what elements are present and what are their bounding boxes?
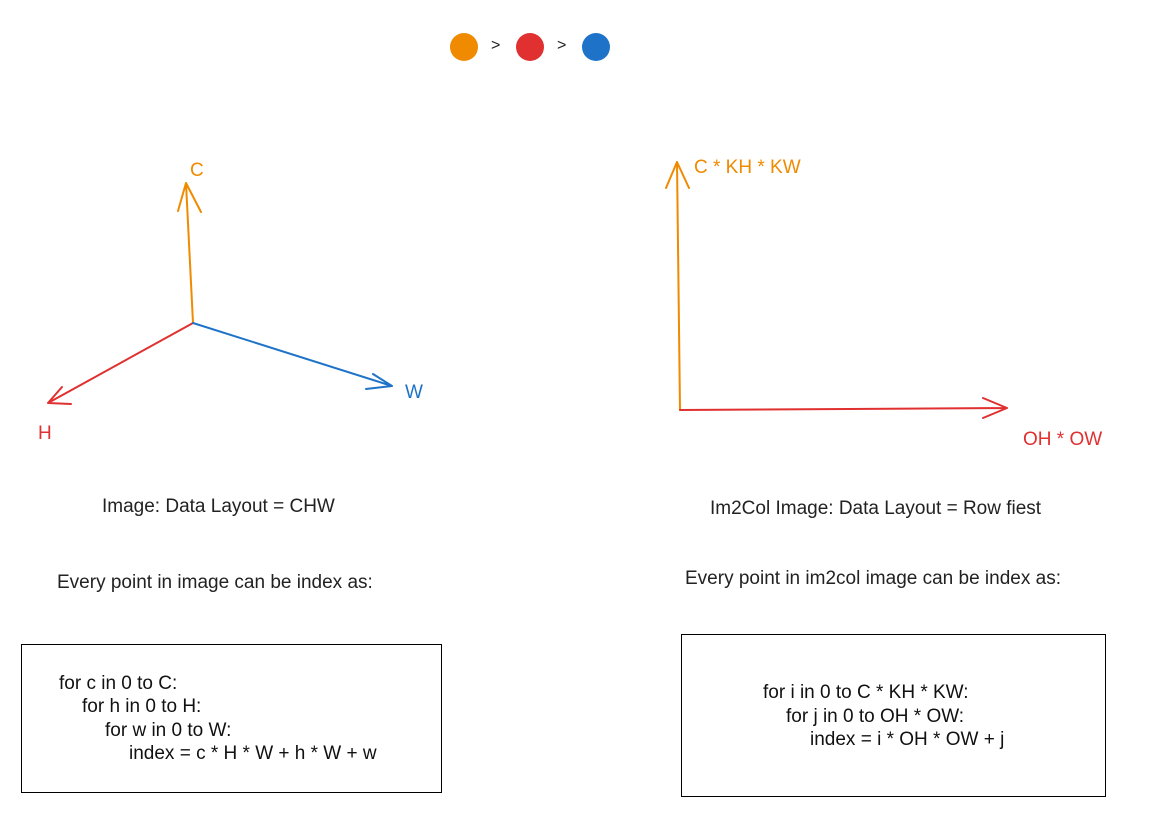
left-index-note: Every point in image can be index as:	[57, 572, 373, 593]
right-code-line-1: for i in 0 to C * KH * KW:	[763, 682, 969, 703]
right-code-line-2: for j in 0 to OH * OW:	[786, 706, 965, 727]
im2col-x-axis-arrow	[679, 397, 1008, 419]
axis-label-im2col-y: C * KH * KW	[694, 157, 801, 178]
right-index-note: Every point in im2col image can be index…	[685, 568, 1061, 589]
axis-label-c: C	[190, 160, 204, 181]
legend-separator-2: >	[557, 37, 567, 54]
im2col-y-axis-arrow	[665, 161, 690, 411]
blue-circle-icon	[582, 33, 610, 61]
red-circle-icon	[516, 33, 544, 61]
legend-separator-1: >	[491, 37, 501, 54]
h-axis-arrow	[47, 322, 194, 405]
left-code-line-2: for h in 0 to H:	[82, 696, 202, 717]
left-axes	[47, 182, 393, 405]
w-axis-arrow	[192, 322, 393, 390]
c-axis-arrow	[177, 182, 202, 324]
right-code-line-3: index = i * OH * OW + j	[810, 729, 1005, 750]
left-code-box: for c in 0 to C: for h in 0 to H: for w …	[21, 644, 442, 793]
orange-circle-icon	[450, 33, 478, 61]
left-code-line-3: for w in 0 to W:	[105, 720, 232, 741]
axis-label-im2col-x: OH * OW	[1023, 429, 1103, 450]
right-axes	[665, 161, 1008, 419]
axis-label-w: W	[405, 382, 423, 403]
left-code-line-4: index = c * H * W + h * W + w	[129, 743, 377, 764]
left-code-line-1: for c in 0 to C:	[59, 673, 178, 694]
right-code-box: for i in 0 to C * KH * KW: for j in 0 to…	[681, 634, 1106, 797]
axis-label-h: H	[38, 423, 52, 444]
right-caption: Im2Col Image: Data Layout = Row fiest	[710, 498, 1042, 519]
left-caption: Image: Data Layout = CHW	[102, 496, 335, 517]
